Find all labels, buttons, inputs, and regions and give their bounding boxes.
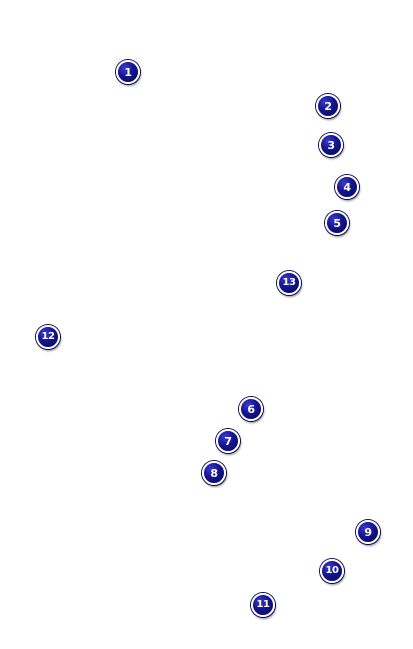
marker-4[interactable]: 4	[335, 175, 359, 199]
marker-6[interactable]: 6	[239, 397, 263, 421]
marker-8[interactable]: 8	[202, 461, 226, 485]
marker-11[interactable]: 11	[251, 593, 275, 617]
marker-3[interactable]: 3	[319, 133, 343, 157]
marker-9[interactable]: 9	[356, 520, 380, 544]
marker-7[interactable]: 7	[216, 429, 240, 453]
marker-13[interactable]: 13	[277, 271, 301, 295]
marker-12[interactable]: 12	[36, 325, 60, 349]
marker-2[interactable]: 2	[316, 94, 340, 118]
marker-1[interactable]: 1	[116, 60, 140, 84]
marker-10[interactable]: 10	[320, 559, 344, 583]
marker-5[interactable]: 5	[325, 211, 349, 235]
